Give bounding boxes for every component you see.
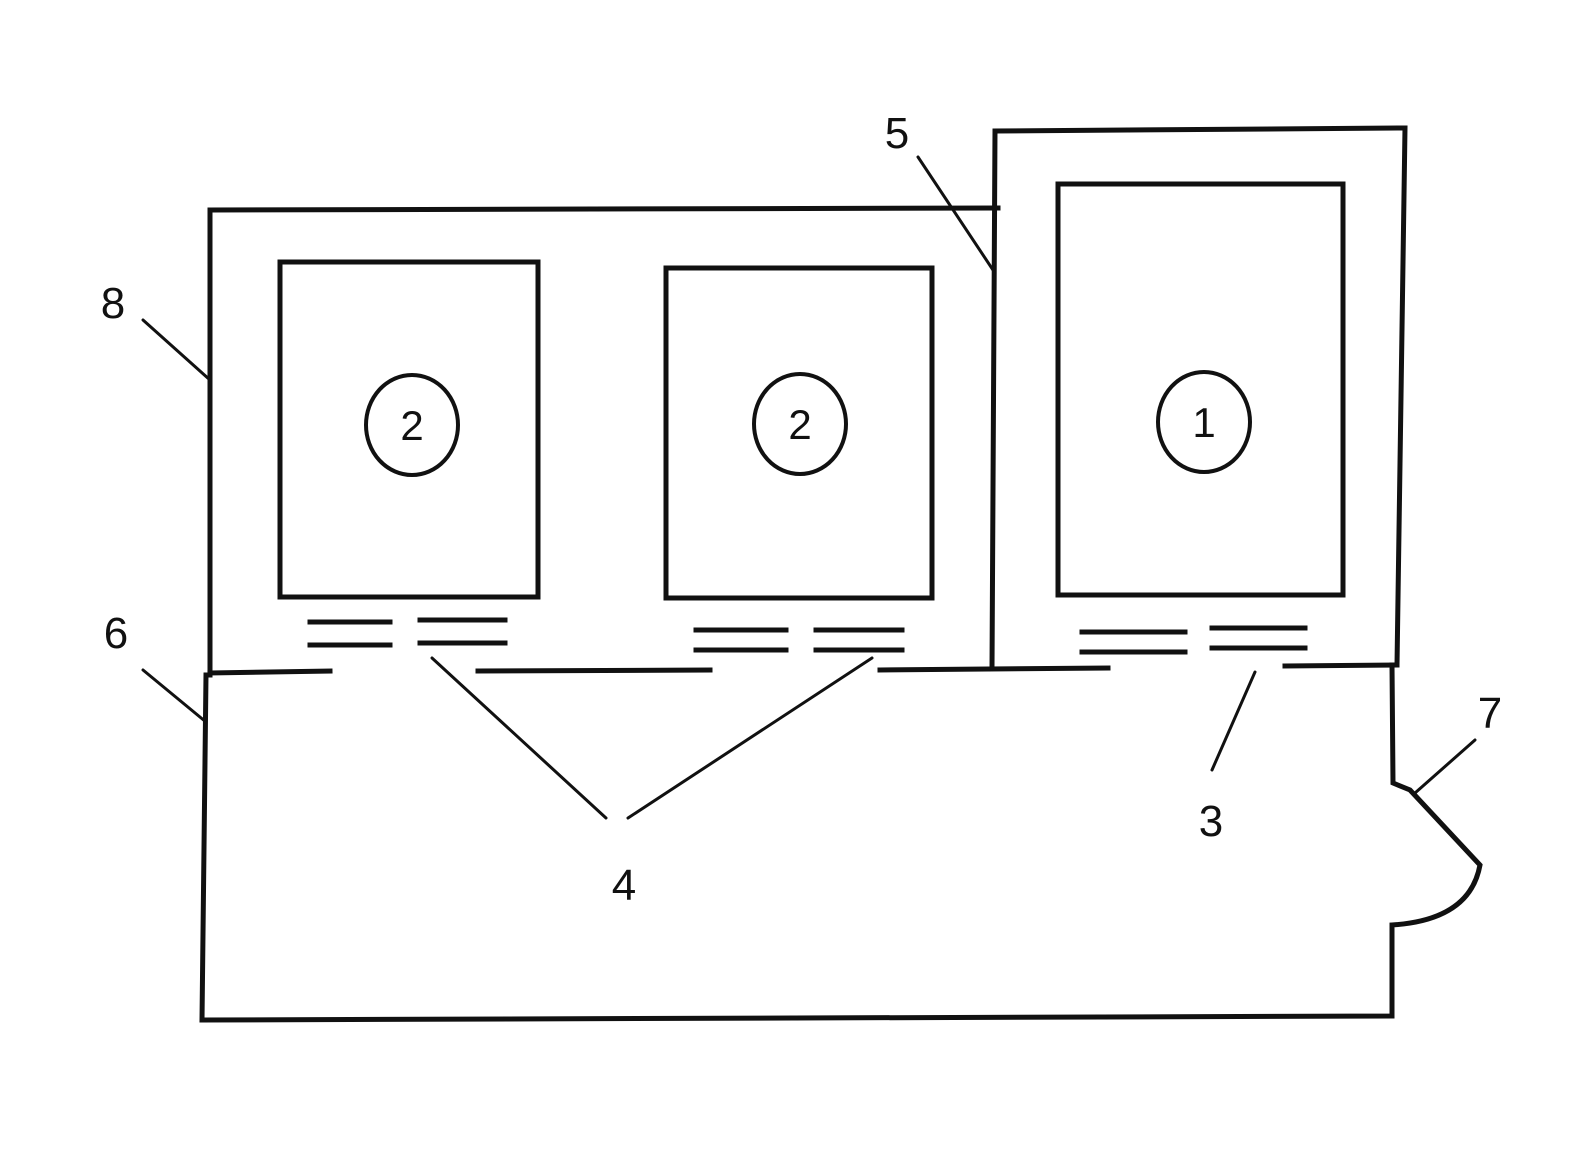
leader-6 bbox=[141, 668, 208, 724]
label-4: 4 bbox=[612, 861, 636, 910]
base-housing bbox=[199, 662, 1483, 1023]
right-enclosure bbox=[989, 125, 1408, 671]
chamber-mark-middle: 2 bbox=[788, 401, 811, 448]
upper-frame bbox=[207, 205, 1001, 678]
chamber-right bbox=[1055, 181, 1346, 598]
chamber-mark-right: 1 bbox=[1192, 399, 1215, 446]
leader-5 bbox=[916, 155, 995, 272]
chamber-left bbox=[277, 259, 541, 600]
label-6: 6 bbox=[104, 609, 128, 658]
label-5: 5 bbox=[885, 109, 909, 158]
label-8: 8 bbox=[101, 279, 125, 328]
floor-segment bbox=[207, 668, 333, 676]
chamber-mark-left: 2 bbox=[400, 402, 423, 449]
label-7: 7 bbox=[1478, 689, 1502, 738]
circle-mark-middle bbox=[752, 372, 848, 476]
leader-3 bbox=[1210, 670, 1257, 772]
chamber-middle bbox=[663, 265, 935, 601]
leader-7 bbox=[1413, 738, 1477, 795]
circle-mark-right bbox=[1156, 370, 1252, 474]
vent-slats-right bbox=[1079, 625, 1308, 655]
vent-slats-left bbox=[307, 617, 508, 648]
leader-8 bbox=[141, 318, 212, 382]
leader-4b bbox=[626, 656, 874, 820]
label-3: 3 bbox=[1199, 797, 1223, 846]
floor-segment bbox=[1282, 662, 1400, 669]
vent-slats-middle bbox=[693, 627, 905, 653]
floor-segment bbox=[475, 667, 713, 674]
circle-mark-left bbox=[364, 373, 460, 477]
floor-segment bbox=[877, 665, 1111, 673]
leader-4a bbox=[430, 656, 608, 820]
